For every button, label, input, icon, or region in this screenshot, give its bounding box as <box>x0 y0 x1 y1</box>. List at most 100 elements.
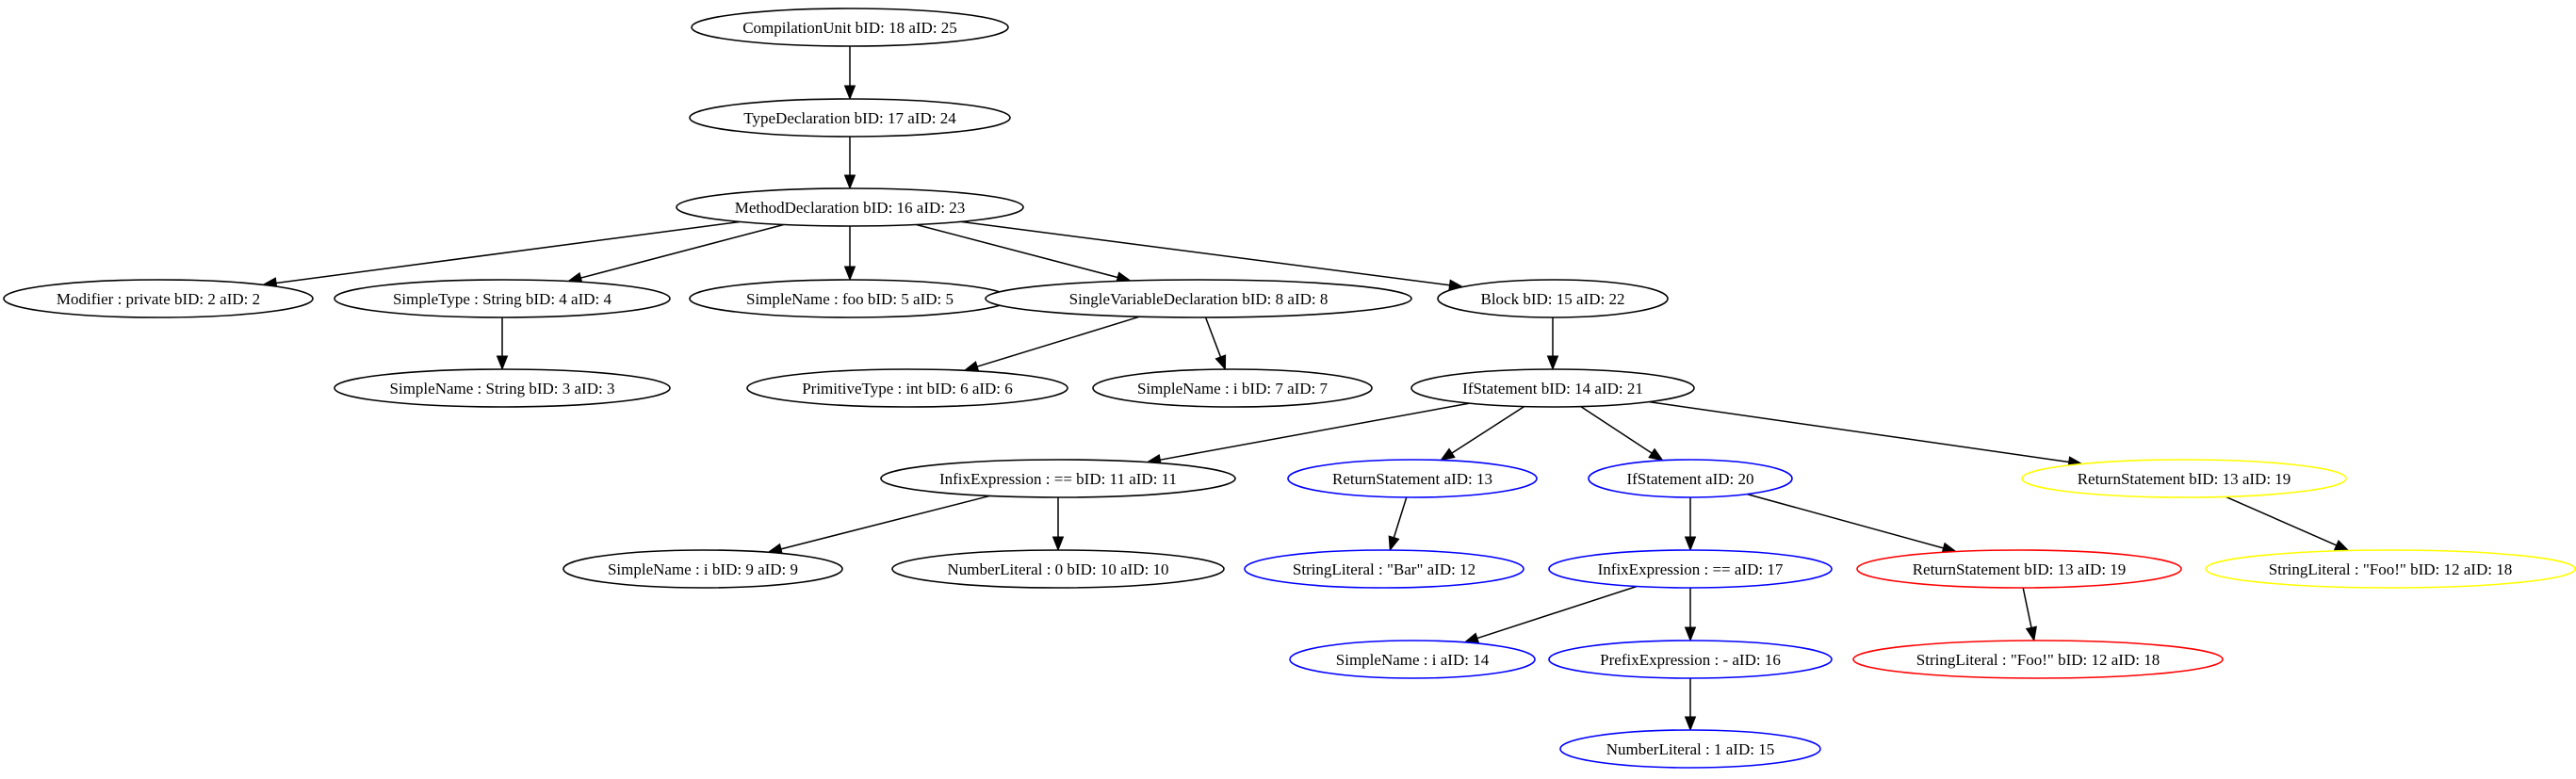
ast-node: SimpleName : String bID: 3 aID: 3 <box>334 368 671 408</box>
node-ellipse <box>1437 279 1669 318</box>
ast-node: ReturnStatement bID: 13 aID: 19 <box>2021 459 2347 498</box>
arrow-head-icon <box>2333 539 2350 552</box>
edge-line <box>1160 402 1470 461</box>
nodes-layer: CompilationUnit bID: 18 aID: 25 TypeDecla… <box>3 8 2576 769</box>
edge-line <box>976 316 1140 367</box>
edge-n1-n2 <box>843 46 856 101</box>
ast-node: CompilationUnit bID: 18 aID: 25 <box>691 8 1009 47</box>
arrow-head-icon <box>1546 355 1559 371</box>
node-label: TypeDeclaration bID: 17 aID: 24 <box>743 109 956 127</box>
node-ellipse <box>1092 368 1373 408</box>
edge-line <box>1393 496 1408 538</box>
node-label: ReturnStatement bID: 13 aID: 19 <box>2078 470 2291 488</box>
ast-node: NumberLiteral : 0 bID: 10 aID: 10 <box>891 549 1225 589</box>
node-label: Block bID: 15 aID: 22 <box>1481 290 1625 308</box>
node-label: PrimitiveType : int bID: 6 aID: 6 <box>802 380 1013 398</box>
arrow-head-icon <box>843 85 856 101</box>
node-label: SimpleName : i bID: 9 aID: 9 <box>608 560 798 578</box>
node-ellipse <box>1548 640 1833 679</box>
node-ellipse <box>334 279 671 318</box>
edge-n12-n15 <box>1580 405 1664 462</box>
node-ellipse <box>1588 459 1793 498</box>
ast-node: SimpleName : i bID: 9 aID: 9 <box>562 549 843 589</box>
node-label: SimpleType : String bID: 4 aID: 4 <box>393 290 612 308</box>
edge-n12-n14 <box>1440 405 1525 462</box>
ast-node: InfixExpression : == aID: 17 <box>1548 549 1833 589</box>
ast-node: PrefixExpression : - aID: 16 <box>1548 640 1833 679</box>
edge-line <box>1580 405 1653 454</box>
edge-n15-n20 <box>1684 497 1697 552</box>
arrow-head-icon <box>1684 536 1697 552</box>
ast-node: MethodDeclaration bID: 16 aID: 23 <box>676 187 1024 227</box>
edge-line <box>960 220 1450 286</box>
ast-node: Block bID: 15 aID: 22 <box>1437 279 1669 318</box>
arrow-head-icon <box>496 355 509 371</box>
node-ellipse <box>1287 459 1538 498</box>
arrow-head-icon <box>2025 625 2037 642</box>
edge-n20-n24 <box>1684 588 1697 642</box>
edge-line <box>276 220 741 284</box>
node-label: SimpleName : i bID: 7 aID: 7 <box>1137 380 1329 398</box>
ast-node: SimpleName : i bID: 7 aID: 7 <box>1092 368 1373 408</box>
node-label: IfStatement bID: 14 aID: 21 <box>1462 380 1643 398</box>
node-ellipse <box>985 279 1412 318</box>
node-ellipse <box>746 368 1068 408</box>
node-label: CompilationUnit bID: 18 aID: 25 <box>742 19 957 37</box>
node-ellipse <box>2021 459 2347 498</box>
node-ellipse <box>1856 549 2182 589</box>
ast-node: StringLiteral : "Foo!" bID: 12 aID: 18 <box>1852 640 2224 679</box>
node-ellipse <box>676 187 1024 227</box>
node-label: MethodDeclaration bID: 16 aID: 23 <box>735 199 966 217</box>
ast-node: StringLiteral : "Bar" aID: 12 <box>1244 549 1524 589</box>
arrow-head-icon <box>1648 447 1664 462</box>
arrow-head-icon <box>1388 535 1400 552</box>
ast-node: ReturnStatement aID: 13 <box>1287 459 1538 498</box>
node-ellipse <box>3 279 314 318</box>
node-label: ReturnStatement aID: 13 <box>1332 470 1492 488</box>
edge-n13-n17 <box>767 495 990 555</box>
node-ellipse <box>1244 549 1524 589</box>
ast-node: TypeDeclaration bID: 17 aID: 24 <box>689 98 1011 138</box>
node-label: ReturnStatement bID: 13 aID: 19 <box>1913 560 2127 578</box>
edge-line <box>780 495 990 550</box>
ast-node: SingleVariableDeclaration bID: 8 aID: 8 <box>985 279 1412 318</box>
arrow-head-icon <box>1684 626 1697 642</box>
arrow-head-icon <box>1684 716 1697 732</box>
edge-n2-n3 <box>843 137 856 190</box>
ast-node: SimpleName : i aID: 14 <box>1289 640 1536 679</box>
arrow-head-icon <box>843 174 856 190</box>
node-ellipse <box>891 549 1225 589</box>
node-ellipse <box>334 368 671 408</box>
edge-n5-n9 <box>496 317 509 371</box>
arrow-head-icon <box>1440 447 1456 462</box>
node-label: StringLiteral : "Foo!" bID: 12 aID: 18 <box>1916 651 2160 669</box>
edge-n7-n10 <box>963 316 1140 373</box>
ast-node: Modifier : private bID: 2 aID: 2 <box>3 279 314 318</box>
edge-n20-n23 <box>1463 585 1638 644</box>
edge-n14-n19 <box>1388 496 1408 552</box>
edge-line <box>916 223 1118 279</box>
ast-node: IfStatement bID: 14 aID: 21 <box>1410 368 1695 408</box>
ast-node: ReturnStatement bID: 13 aID: 19 <box>1856 549 2182 589</box>
edge-n3-n6 <box>843 226 856 282</box>
edge-n7-n11 <box>1204 316 1227 371</box>
node-label: SingleVariableDeclaration bID: 8 aID: 8 <box>1069 290 1329 308</box>
edge-line <box>580 223 784 279</box>
edge-n12-n13 <box>1146 402 1470 466</box>
node-label: NumberLiteral : 1 aID: 15 <box>1606 740 1774 758</box>
node-label: StringLiteral : "Bar" aID: 12 <box>1293 560 1475 578</box>
ast-node: NumberLiteral : 1 aID: 15 <box>1559 729 1821 769</box>
node-ellipse <box>880 459 1236 498</box>
node-label: Modifier : private bID: 2 aID: 2 <box>57 290 260 308</box>
node-ellipse <box>1410 368 1695 408</box>
edge-n16-n22 <box>2225 495 2350 552</box>
ast-node: StringLiteral : "Foo!" bID: 12 aID: 18 <box>2205 549 2576 589</box>
edge-n3-n7 <box>916 223 1133 284</box>
node-ellipse <box>689 98 1011 138</box>
node-ellipse <box>1559 729 1821 769</box>
edge-line <box>1451 405 1525 454</box>
node-label: IfStatement aID: 20 <box>1626 470 1753 488</box>
edge-n8-n12 <box>1546 317 1559 371</box>
edge-n13-n18 <box>1052 497 1065 552</box>
node-label: SimpleName : i aID: 14 <box>1336 651 1490 669</box>
